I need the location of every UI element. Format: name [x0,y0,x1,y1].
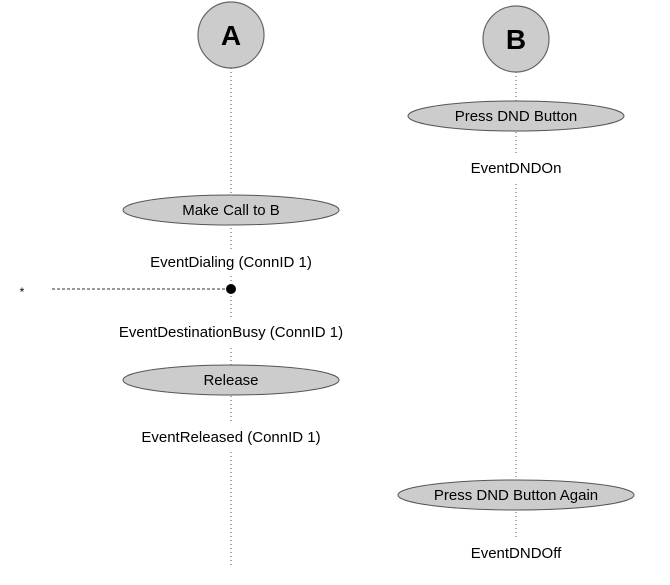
external-party-marker: * [20,285,25,299]
action-press-dnd-again: Press DND Button Again [397,479,635,511]
party-b: B [482,5,550,73]
party-b-label: B [506,24,526,55]
event-dialing: EventDialing (ConnID 1) [150,254,312,271]
action-make-call-ellipse [122,194,340,226]
action-make-call-label: Make Call to B [182,202,280,219]
action-press-dnd-ellipse [407,100,625,132]
connection-dot [226,284,236,294]
event-released: EventReleased (ConnID 1) [141,429,320,446]
event-released-bg [120,424,342,450]
action-press-dnd-again-ellipse [397,479,635,511]
event-dnd-on: EventDNDOn [471,160,562,177]
party-a-label: A [221,20,241,51]
action-press-dnd-label: Press DND Button [455,108,578,125]
party-a: A [197,1,265,69]
event-dnd-off-bg [454,540,578,566]
action-press-dnd: Press DND Button [407,100,625,132]
action-make-call: Make Call to B [122,194,340,226]
event-dnd-on-bg [455,155,577,181]
action-release-ellipse [122,364,340,396]
event-destination-busy-bg [92,319,370,345]
action-press-dnd-again-label: Press DND Button Again [434,487,598,504]
party-b-circle [482,5,550,73]
action-release-label: Release [203,372,258,389]
action-release: Release [122,364,340,396]
party-a-circle [197,1,265,69]
event-dnd-off: EventDNDOff [471,545,562,562]
event-destination-busy: EventDestinationBusy (ConnID 1) [119,324,343,341]
event-dialing-bg [128,249,334,275]
